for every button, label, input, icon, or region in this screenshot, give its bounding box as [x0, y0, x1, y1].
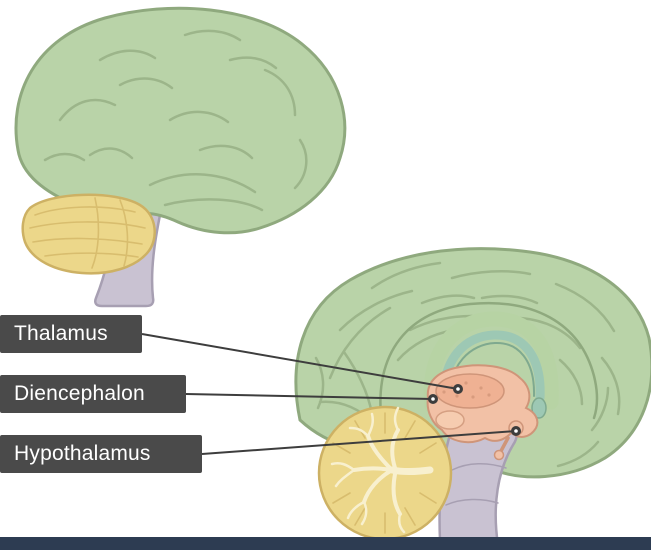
bottom-bar [0, 537, 651, 550]
arbor-vitae [330, 406, 434, 534]
lateral-brain-view [14, 6, 347, 308]
label-thalamus-text: Thalamus [14, 322, 108, 345]
label-diencephalon: Diencephalon [0, 375, 186, 413]
cingulate-sulcus [379, 301, 599, 426]
leader-line-thalamus [141, 333, 459, 390]
arbor-vitae-twigs [330, 406, 406, 534]
tectum-shape [531, 397, 547, 419]
cerebrum-sagittal-sulci [314, 261, 621, 468]
fornix-teal-band [439, 330, 545, 409]
label-hypothalamus-text: Hypothalamus [14, 442, 151, 465]
pituitary-shape [493, 449, 505, 461]
arbor-vitae-trunk [388, 466, 434, 475]
brainstem-sagittal-lines [445, 463, 507, 506]
thalamus-shape [435, 373, 505, 409]
leader-dot-hypothalamus-center [514, 429, 518, 433]
leader-annotations [141, 333, 521, 455]
cerebrum-lateral-sulci [43, 29, 308, 212]
hypothalamus-shape [435, 410, 465, 430]
leader-dot-thalamus-center [456, 387, 460, 391]
midsagittal-brain-view [294, 247, 651, 547]
arbor-vitae-branches [352, 428, 402, 516]
leader-line-hypothalamus [201, 430, 517, 455]
cerebellum-lateral-folds [29, 197, 146, 269]
cerebellum-lateral [21, 193, 156, 275]
corpus-callosum-band [423, 311, 559, 414]
leader-line-diencephalon [185, 393, 434, 400]
label-hypothalamus: Hypothalamus [0, 435, 202, 473]
leader-dot-diencephalon-center [431, 397, 435, 401]
label-thalamus: Thalamus [0, 315, 142, 353]
infundibulum-stalk [499, 436, 510, 453]
label-diencephalon-text: Diencephalon [14, 382, 145, 405]
